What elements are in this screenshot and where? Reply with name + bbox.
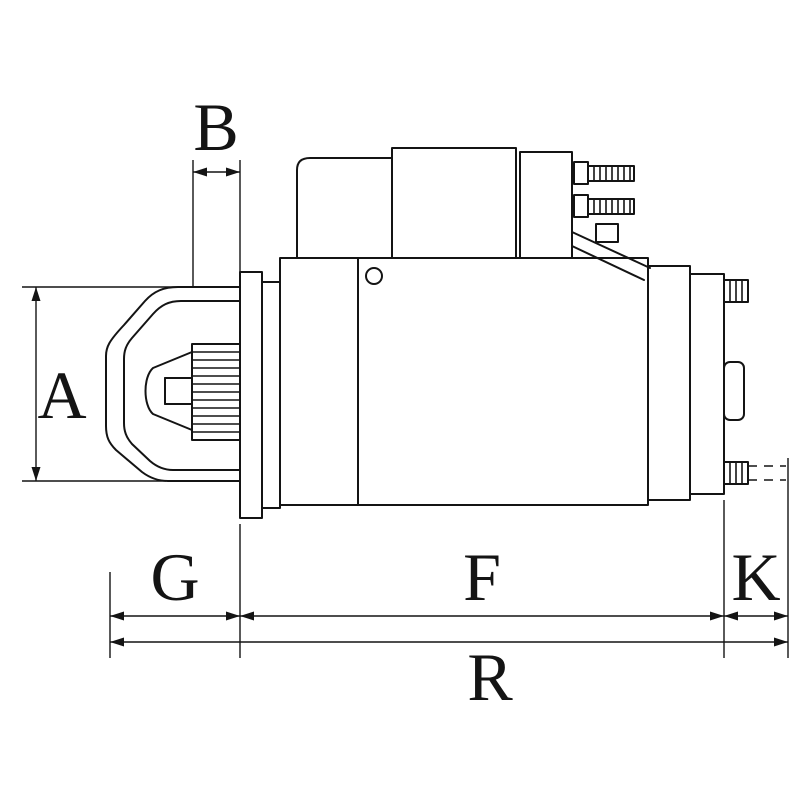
shaft-boss [723,361,745,421]
housing-hole [365,267,383,285]
drive-end-outer-contour [105,286,241,482]
arrowhead-right [774,637,788,647]
dimension-label-r: R [467,639,513,715]
rear-end-cap [689,273,725,495]
motor-yoke [279,257,649,506]
terminal-strap [571,223,651,281]
dimension-label-a: A [37,357,86,433]
pinion-gear-teeth [192,351,240,433]
stud-thread-hatching [729,462,743,484]
arrowhead-left [724,611,738,621]
flange-front-plate [239,271,263,519]
dimension-label-g: G [150,539,199,615]
hidden-stud-dashed-lines [748,465,786,481]
dimension-label-k: K [731,539,780,615]
arrowhead-left [240,611,254,621]
pinion-shaft [164,377,193,405]
arrowhead-left [110,611,124,621]
dimension-label-f: F [463,539,501,615]
rear-end-assembly [647,265,786,501]
arrowhead-right [226,611,240,621]
terminal-stud-top [723,279,749,303]
arrowhead-left [193,167,207,177]
dimension-f: F [240,539,724,621]
motor-body [279,257,649,506]
mounting-flange [239,271,281,519]
commutator-end-section [647,265,691,501]
dimension-b: B [192,89,241,287]
solenoid [391,147,651,281]
dimension-k: K [724,539,788,621]
dimension-g: G [110,539,240,621]
arrowhead-right [226,167,240,177]
dimension-label-b: B [193,89,238,165]
solenoid-terminal-stud-1 [573,161,635,185]
terminal-stud-bottom [723,461,749,485]
dimension-r: R [110,637,788,715]
arrowhead-up [31,287,41,301]
solenoid-cap [519,151,573,259]
dimension-a: A [22,286,178,482]
arrowhead-right [774,611,788,621]
arrowhead-down [31,467,41,481]
starter-motor-drawing [105,147,786,519]
drive-end-housing [105,286,241,482]
thread-hatching [593,199,631,214]
arrowhead-left [110,637,124,647]
solenoid-terminal-stud-2 [573,194,635,218]
flange-rear-plate [261,281,281,509]
arrowhead-right [710,611,724,621]
thread-hatching [593,166,631,181]
solenoid-body [391,147,517,259]
stud-thread-hatching [729,280,743,302]
drive-end-opening [144,351,193,431]
pinion-gear [191,343,241,441]
front-bracket-upper-casting [296,157,393,258]
drive-end-inner-contour [123,300,241,471]
bottom-extension-lines [109,458,789,658]
